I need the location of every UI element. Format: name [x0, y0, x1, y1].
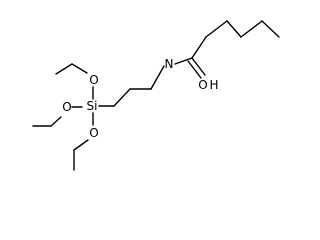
bond-carbonyl-double-2: [187, 60, 202, 79]
bond-o3-ethyl: [73, 139, 89, 151]
bond-c4-c3: [226, 20, 242, 38]
bond-o1-ethyl: [71, 63, 88, 74]
molecule-diagram: O O Si O N O H: [32, 20, 280, 171]
bottom-ether-oxygen-label: O: [89, 126, 98, 140]
bond-top-ethyl: [55, 63, 73, 75]
bond-c1-n: [174, 57, 193, 65]
bond-c2-c1: [191, 36, 207, 59]
bond-c6-c5: [261, 20, 280, 38]
bond-n-ca: [150, 65, 165, 90]
bond-c5-c4: [240, 20, 263, 38]
bond-o2-ethyl: [50, 116, 62, 127]
bond-c3-c2: [205, 20, 228, 38]
top-ether-oxygen-label: O: [89, 73, 98, 87]
carbonyl-oxygen-label: O: [198, 78, 207, 92]
amide-nitrogen-label: N: [165, 57, 174, 71]
bond-cb-cc: [113, 88, 131, 107]
bonds: [32, 20, 280, 171]
bond-carbonyl-double-1: [191, 57, 206, 76]
carbonyl-hydrogen-label: H: [209, 78, 218, 92]
middle-ether-oxygen-label: O: [62, 100, 71, 114]
silicon-label: Si: [87, 99, 98, 113]
atom-labels: O O Si O N O H: [62, 57, 218, 140]
